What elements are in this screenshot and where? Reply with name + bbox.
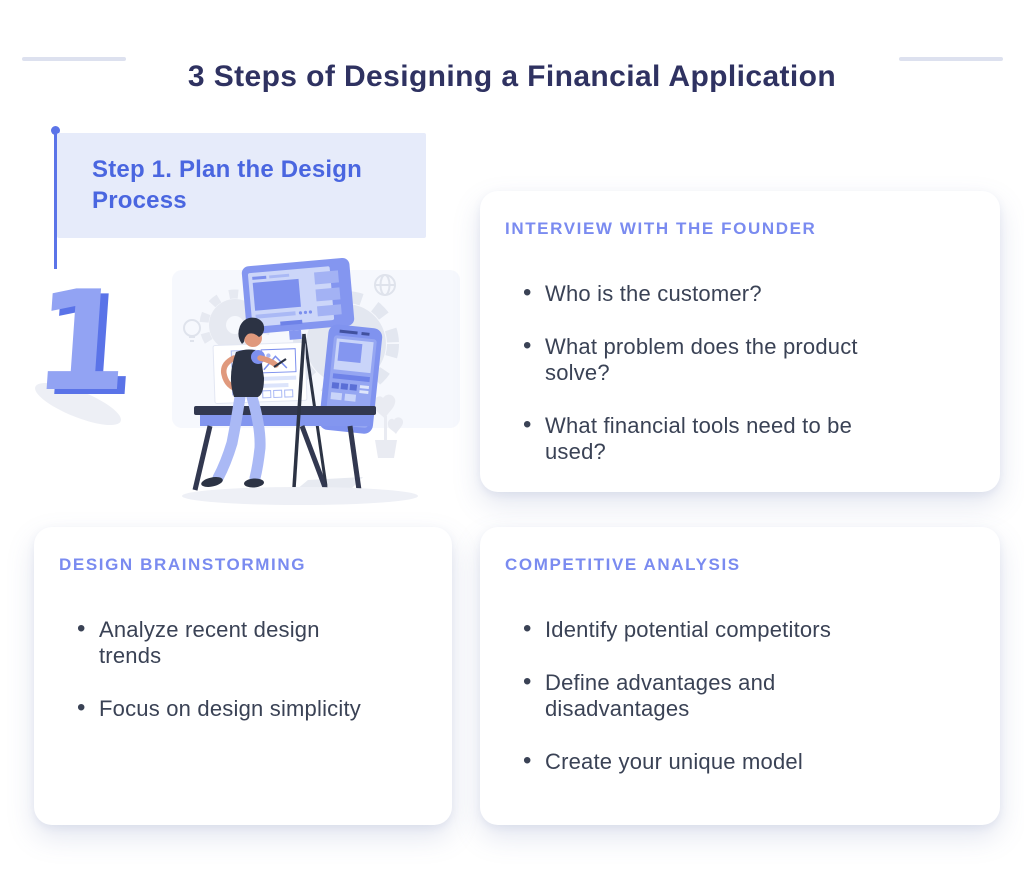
pen-icon	[273, 358, 287, 368]
card-bullet-list: Analyze recent design trends Focus on de…	[59, 616, 422, 722]
lightbulb-icon	[183, 319, 201, 342]
card-competitive-analysis: COMPETITIVE ANALYSIS Identify potential …	[480, 527, 1000, 825]
list-item: Create your unique model	[523, 748, 865, 775]
person-left-arm	[220, 355, 237, 391]
step-timeline-dot	[51, 126, 60, 135]
easel-front-leg	[292, 333, 306, 489]
card-heading: COMPETITIVE ANALYSIS	[505, 555, 741, 574]
tablet-shadow	[296, 477, 363, 490]
title-rule-left	[22, 57, 126, 61]
globe-icon	[374, 274, 396, 296]
plant-icon	[372, 394, 404, 458]
list-item: Focus on design simplicity	[77, 695, 381, 722]
list-item: Define advantages and disadvantages	[523, 669, 865, 722]
list-item: Analyze recent design trends	[77, 616, 381, 669]
card-heading: INTERVIEW WITH THE FOUNDER	[505, 219, 817, 238]
list-item: What financial tools need to be used?	[523, 412, 865, 465]
tablet-wireframe	[319, 324, 383, 434]
title-rule-right	[899, 57, 1003, 61]
card-design-brainstorming: DESIGN BRAINSTORMING Analyze recent desi…	[34, 527, 452, 825]
designer-workspace-illustration	[172, 258, 460, 505]
numeral-1: 1 1	[28, 261, 143, 427]
person-right-arm	[257, 355, 279, 368]
ground-shadow	[182, 487, 418, 505]
designer-person	[201, 317, 287, 488]
person-right-leg	[246, 391, 266, 484]
numeral-shadow	[35, 382, 121, 426]
step-number-graphic: 1 1	[28, 261, 143, 427]
person-hair	[238, 317, 265, 344]
card-interview-with-founder: INTERVIEW WITH THE FOUNDER Who is the cu…	[480, 191, 1000, 492]
step-label: Step 1. Plan the Design Process	[92, 156, 362, 214]
numeral-extrusion: 1	[36, 266, 143, 427]
list-item: What problem does the product solve?	[523, 333, 865, 386]
card-heading: DESIGN BRAINSTORMING	[59, 555, 307, 574]
step-header: Step 1. Plan the Design Process	[57, 133, 426, 238]
page-title: 3 Steps of Designing a Financial Applica…	[187, 60, 837, 94]
step-timeline-line	[54, 131, 57, 269]
person-shoes	[201, 477, 264, 488]
card-bullet-list: Who is the customer? What problem does t…	[505, 280, 970, 465]
monitor-wireframe	[241, 258, 355, 340]
list-item: Who is the customer?	[523, 280, 865, 307]
list-item: Identify potential competitors	[523, 616, 865, 643]
person-left-leg	[212, 391, 246, 484]
numeral-face: 1	[28, 261, 135, 422]
card-bullet-list: Identify potential competitors Define ad…	[505, 616, 970, 775]
